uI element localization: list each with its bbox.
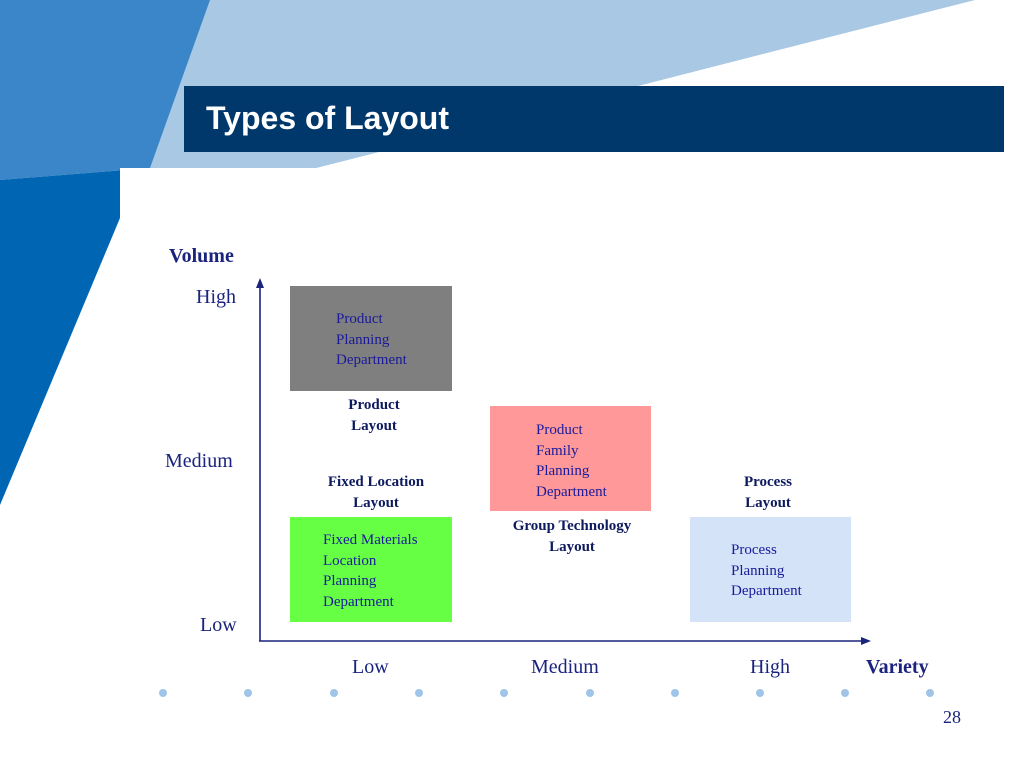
box-line: Fixed Materials bbox=[323, 532, 418, 548]
x-tick-low: Low bbox=[352, 656, 389, 678]
y-axis-arrow bbox=[256, 278, 264, 288]
box-line: Planning bbox=[323, 573, 377, 589]
box-line: Family bbox=[536, 442, 579, 459]
fixed-materials-text: Fixed Materials Location Planning Depart… bbox=[323, 530, 418, 612]
x-tick-medium: Medium bbox=[531, 656, 599, 678]
title-bar: Types of Layout bbox=[184, 86, 1004, 152]
label-line: Layout bbox=[353, 495, 399, 511]
dot bbox=[500, 689, 508, 697]
box-line: Planning bbox=[731, 562, 785, 579]
dot bbox=[926, 689, 934, 697]
product-family-planning-text: Product Family Planning Department bbox=[536, 420, 607, 502]
dot bbox=[756, 689, 764, 697]
x-axis-arrow bbox=[861, 637, 871, 645]
y-axis-title: Volume bbox=[169, 245, 234, 267]
box-line: Department bbox=[323, 593, 394, 610]
dot bbox=[586, 689, 594, 697]
process-planning-box: Process Planning Department bbox=[690, 517, 851, 622]
dot bbox=[841, 689, 849, 697]
dot bbox=[159, 689, 167, 697]
box-line: Process bbox=[731, 542, 777, 558]
x-tick-high: High bbox=[750, 656, 790, 678]
label-line: Process bbox=[743, 474, 793, 490]
product-family-planning-box: Product Family Planning Department bbox=[490, 406, 651, 511]
dark-blue-band bbox=[0, 168, 150, 505]
box-line: Location bbox=[323, 552, 377, 569]
dot bbox=[244, 689, 252, 697]
y-tick-medium: Medium bbox=[165, 450, 233, 472]
group-technology-layout-label: Group Technology Layout bbox=[497, 516, 647, 558]
label-line: Layout bbox=[351, 418, 397, 434]
fixed-materials-box: Fixed Materials Location Planning Depart… bbox=[290, 517, 452, 622]
y-tick-low: Low bbox=[200, 614, 237, 636]
label-line: Product bbox=[348, 397, 400, 413]
label-line: Fixed Location bbox=[327, 474, 425, 490]
label-line: Layout bbox=[549, 539, 595, 555]
fixed-location-layout-label: Fixed Location Layout bbox=[311, 472, 441, 514]
dot bbox=[330, 689, 338, 697]
page-number: 28 bbox=[943, 707, 961, 727]
dot bbox=[671, 689, 679, 697]
box-line: Department bbox=[536, 483, 607, 500]
process-planning-text: Process Planning Department bbox=[731, 540, 802, 602]
box-line: Department bbox=[336, 352, 407, 368]
product-layout-label: Product Layout bbox=[324, 395, 424, 437]
label-line: Group Technology bbox=[512, 518, 632, 534]
box-line: Product bbox=[536, 422, 583, 438]
process-layout-label: Process Layout bbox=[718, 472, 818, 514]
product-planning-text: Product Planning Department bbox=[336, 309, 407, 371]
box-line: Planning bbox=[536, 463, 590, 479]
y-tick-high: High bbox=[196, 286, 236, 308]
label-line: Layout bbox=[745, 495, 791, 511]
x-axis-title: Variety bbox=[866, 656, 929, 678]
box-line: Department bbox=[731, 583, 802, 599]
box-line: Product bbox=[336, 311, 383, 327]
mid-blue-band bbox=[0, 0, 210, 180]
dot bbox=[415, 689, 423, 697]
product-planning-box: Product Planning Department bbox=[290, 286, 452, 391]
page-title: Types of Layout bbox=[206, 100, 449, 136]
box-line: Planning bbox=[336, 331, 390, 348]
